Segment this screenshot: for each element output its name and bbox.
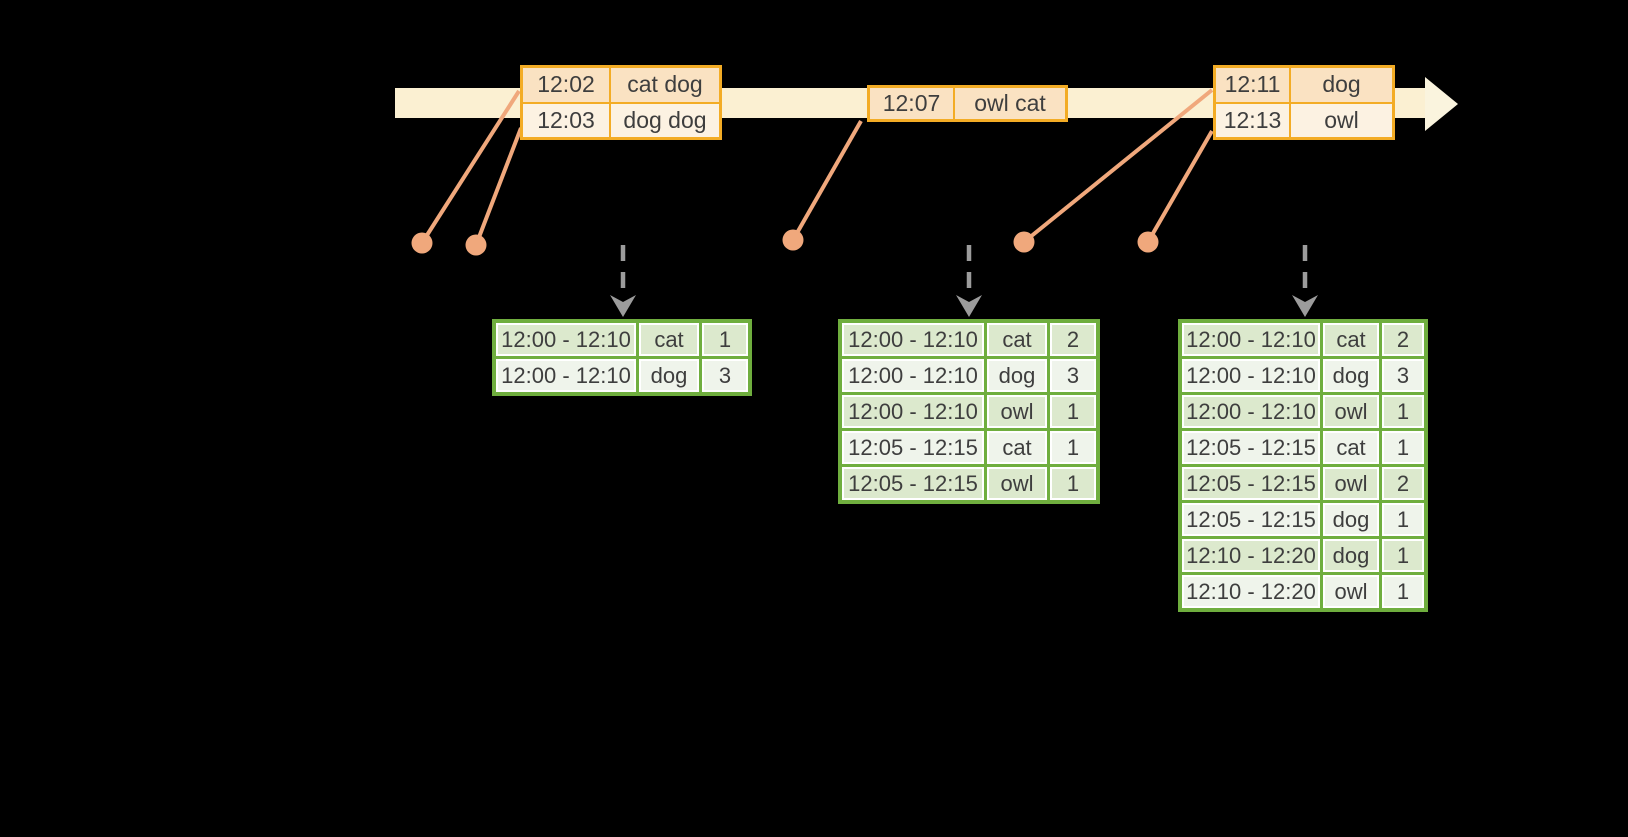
event-connector-line (420, 89, 521, 245)
result-word: dog (1323, 539, 1379, 572)
result-word: owl (1323, 467, 1379, 500)
event-dot (465, 234, 487, 256)
result-count: 1 (1382, 575, 1424, 608)
event-connector-line (1146, 130, 1214, 243)
event-time: 12:02 (523, 68, 609, 102)
event-words: cat dog (611, 68, 719, 102)
trigger-arrowhead-icon (610, 295, 636, 317)
result-window: 12:00 - 12:10 (496, 359, 636, 392)
event-dot (1013, 231, 1035, 253)
result-count: 3 (1050, 359, 1096, 392)
result-count: 1 (1050, 395, 1096, 428)
event-dot (411, 232, 433, 254)
result-window: 12:05 - 12:15 (1182, 431, 1320, 464)
result-window: 12:05 - 12:15 (1182, 467, 1320, 500)
result-count: 2 (1382, 467, 1424, 500)
result-word: cat (987, 431, 1047, 464)
result-window: 12:05 - 12:15 (842, 431, 984, 464)
event-words: dog (1291, 68, 1392, 102)
timeline-arrowhead-icon (1425, 77, 1458, 131)
result-word: owl (987, 395, 1047, 428)
result-word: cat (1323, 431, 1379, 464)
event-time: 12:13 (1216, 103, 1289, 137)
event-words: owl (1291, 103, 1392, 137)
event-connector-line (791, 120, 863, 241)
result-window: 12:00 - 12:10 (842, 395, 984, 428)
event-words: dog dog (611, 103, 719, 137)
result-count: 1 (1050, 467, 1096, 500)
result-window: 12:05 - 12:15 (1182, 503, 1320, 536)
result-window: 12:10 - 12:20 (1182, 539, 1320, 572)
result-count: 1 (702, 323, 748, 356)
result-count: 2 (1382, 323, 1424, 356)
result-count: 2 (1050, 323, 1096, 356)
event-table-2: 12:07 owl cat (867, 85, 1068, 122)
result-window: 12:00 - 12:10 (1182, 359, 1320, 392)
result-word: owl (1323, 395, 1379, 428)
event-table-3: 12:11 dog 12:13 owl (1213, 65, 1395, 140)
result-count: 1 (1050, 431, 1096, 464)
result-table-1: 12:00 - 12:10 cat 1 12:00 - 12:10 dog 3 (492, 319, 752, 396)
result-table-3: 12:00 - 12:10 cat 2 12:00 - 12:10 dog 3 … (1178, 319, 1428, 612)
result-word: dog (1323, 359, 1379, 392)
result-window: 12:10 - 12:20 (1182, 575, 1320, 608)
result-word: dog (1323, 503, 1379, 536)
result-count: 3 (1382, 359, 1424, 392)
result-window: 12:00 - 12:10 (1182, 395, 1320, 428)
result-word: cat (987, 323, 1047, 356)
result-word: cat (1323, 323, 1379, 356)
event-dot (782, 229, 804, 251)
result-count: 1 (1382, 431, 1424, 464)
result-count: 1 (1382, 395, 1424, 428)
result-window: 12:00 - 12:10 (842, 359, 984, 392)
result-window: 12:00 - 12:10 (496, 323, 636, 356)
event-dot (1137, 231, 1159, 253)
event-time: 12:03 (523, 103, 609, 137)
event-time: 12:07 (870, 88, 953, 119)
event-table-1: 12:02 cat dog 12:03 dog dog (520, 65, 722, 140)
result-count: 1 (1382, 539, 1424, 572)
result-count: 1 (1382, 503, 1424, 536)
trigger-arrowhead-icon (956, 295, 982, 317)
result-window: 12:00 - 12:10 (842, 323, 984, 356)
result-window: 12:00 - 12:10 (1182, 323, 1320, 356)
event-connector-line (1022, 88, 1214, 244)
result-table-2: 12:00 - 12:10 cat 2 12:00 - 12:10 dog 3 … (838, 319, 1100, 504)
result-window: 12:05 - 12:15 (842, 467, 984, 500)
result-count: 3 (702, 359, 748, 392)
result-word: owl (1323, 575, 1379, 608)
event-connector-line (474, 127, 523, 246)
result-word: dog (987, 359, 1047, 392)
result-word: owl (987, 467, 1047, 500)
result-word: cat (639, 323, 699, 356)
trigger-arrowhead-icon (1292, 295, 1318, 317)
event-words: owl cat (955, 88, 1065, 119)
result-word: dog (639, 359, 699, 392)
event-time: 12:11 (1216, 68, 1289, 102)
